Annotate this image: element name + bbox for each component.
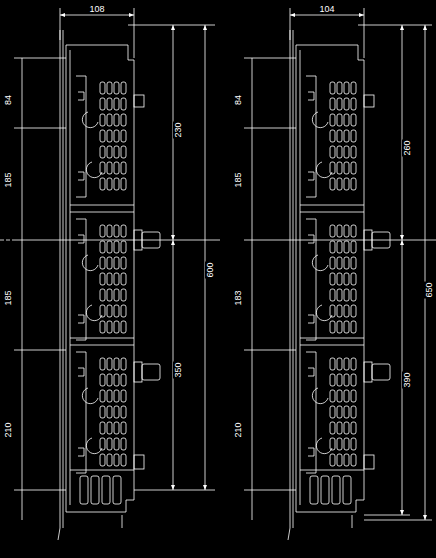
dimension-value: 230 [173, 121, 183, 138]
dimension-lines [0, 8, 436, 520]
dimension-value: 650 [424, 281, 434, 298]
dimension-value: 84 [3, 94, 13, 106]
dimension-value: 260 [402, 139, 412, 156]
dimension-value: 185 [3, 171, 13, 188]
dimension-value: 183 [233, 289, 243, 306]
dimension-value: 390 [402, 371, 412, 388]
dimension-value: 210 [233, 421, 243, 438]
dimension-value: 185 [233, 171, 243, 188]
dimension-value: 600 [205, 261, 215, 278]
dimension-value: 84 [233, 94, 243, 106]
dimension-arrows [60, 13, 427, 520]
dimension-value: 185 [3, 289, 13, 306]
dimension-value: 108 [88, 4, 105, 14]
dimension-value: 104 [318, 4, 335, 14]
dimension-value: 210 [3, 421, 13, 438]
dimension-value: 350 [173, 361, 183, 378]
